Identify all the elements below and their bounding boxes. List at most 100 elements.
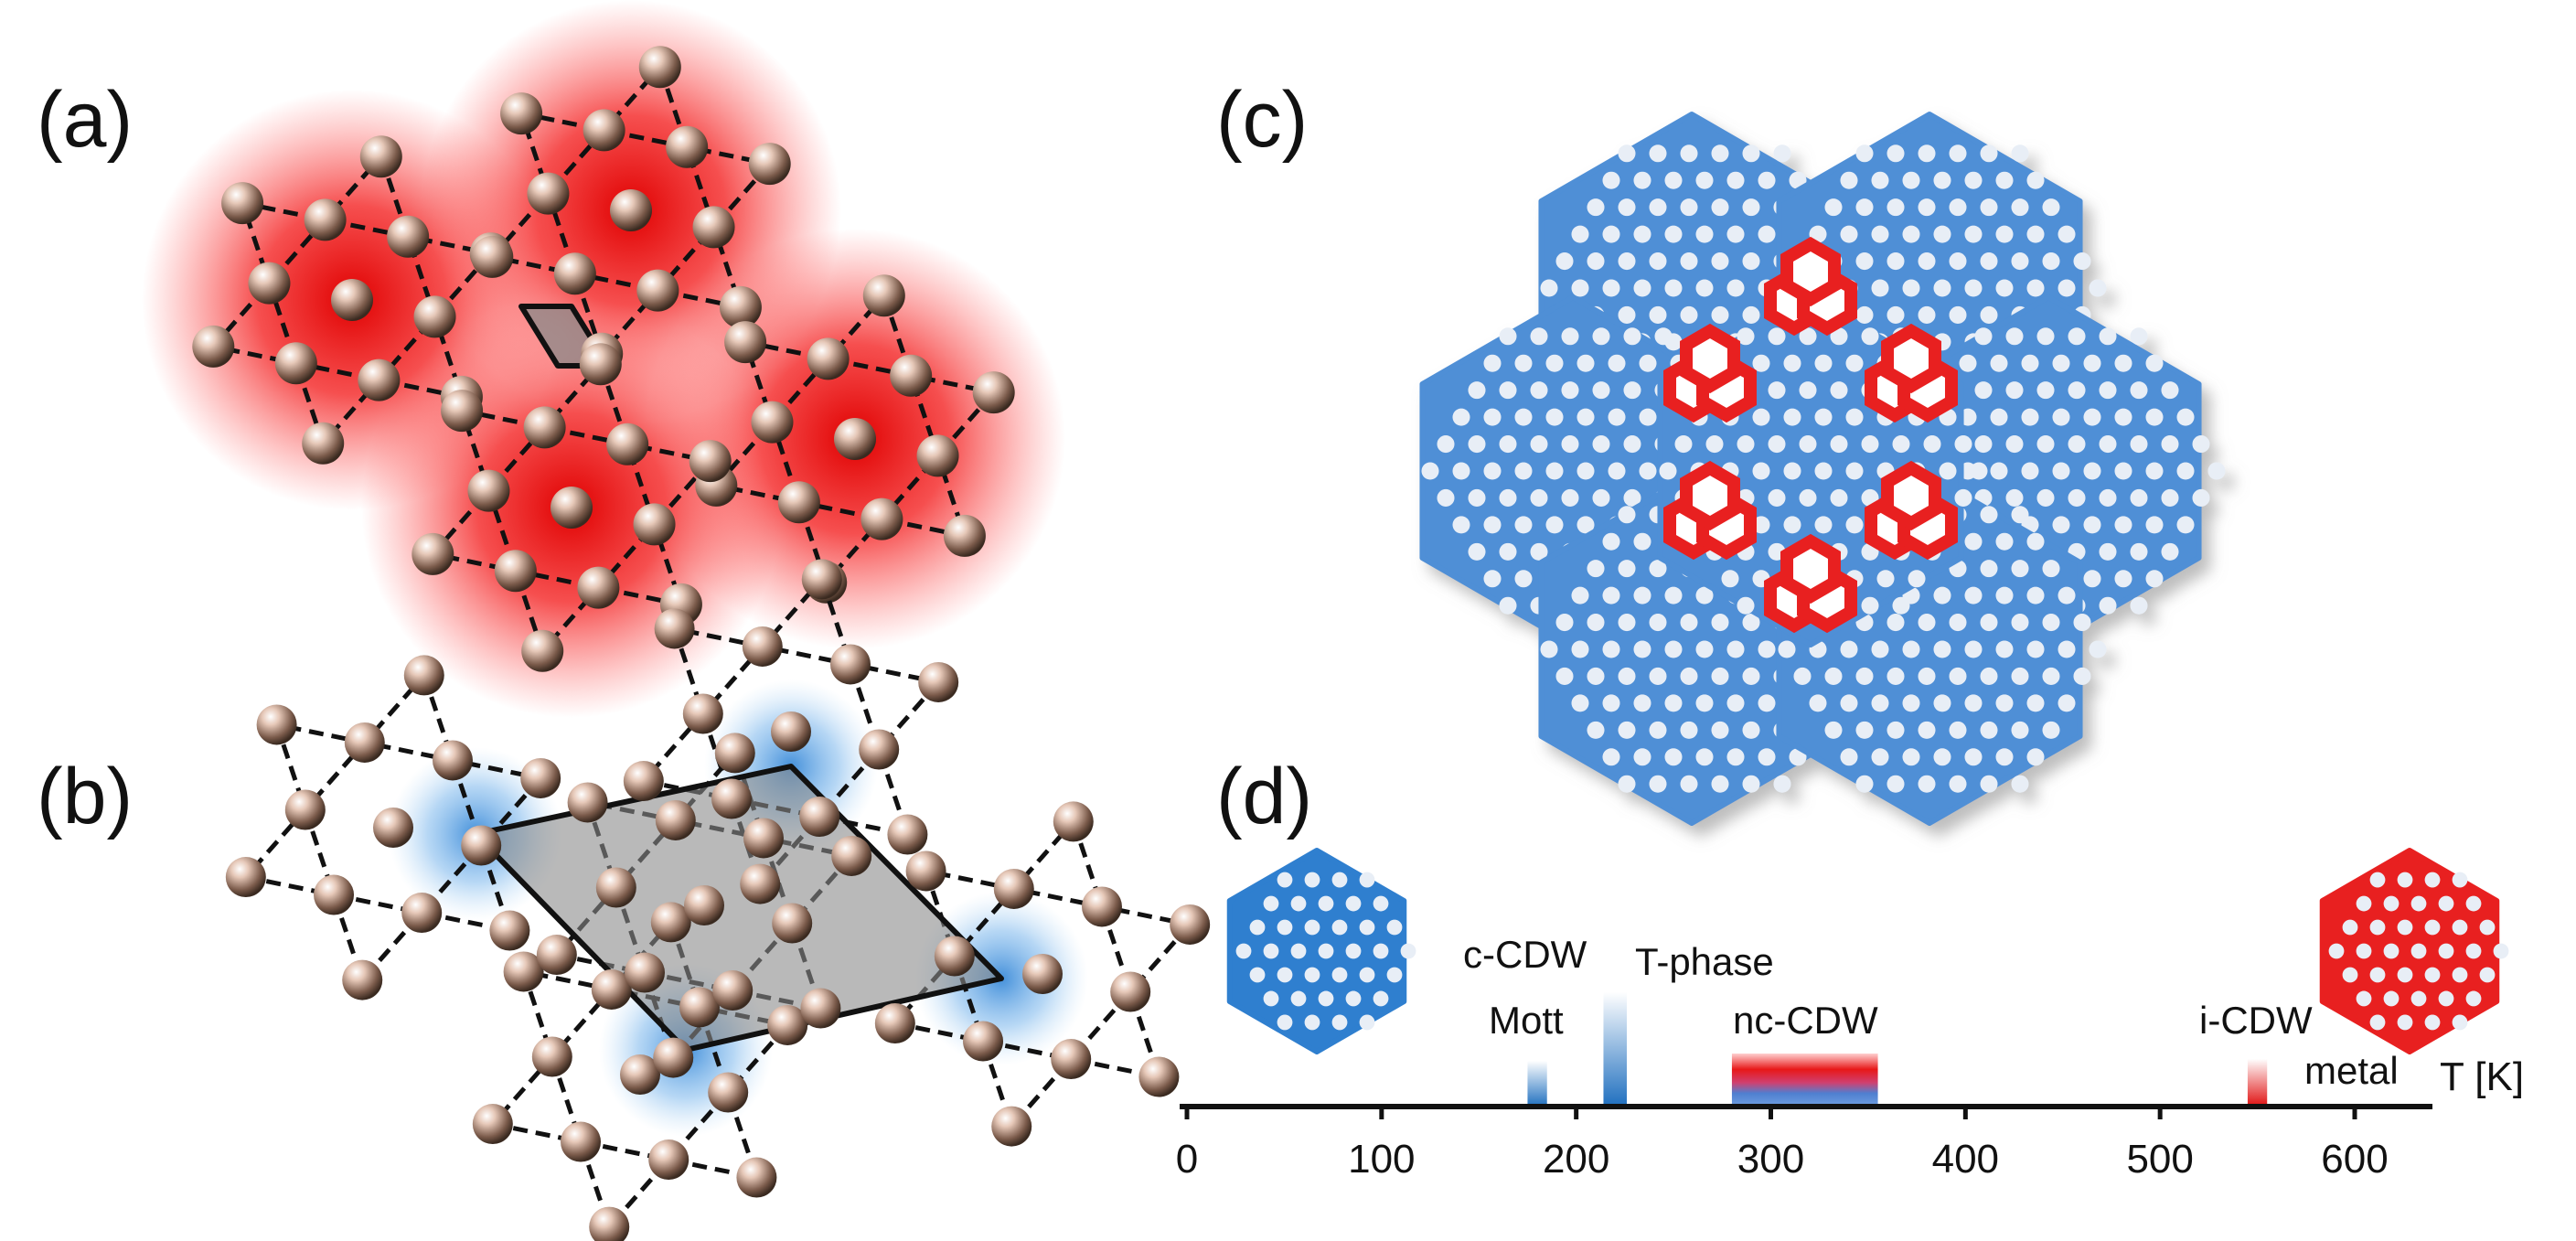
kagome-hole (1649, 560, 1667, 578)
kagome-hole (2438, 990, 2454, 1007)
kagome-hole (2042, 198, 2060, 217)
panel-label-d: (d) (1216, 753, 1312, 840)
kagome-hole (1799, 381, 1817, 400)
kagome-hole (2052, 462, 2070, 480)
atom (432, 740, 473, 781)
kagome-hole (1980, 506, 1998, 524)
kagome-hole (1845, 408, 1864, 426)
kagome-hole (1824, 667, 1843, 685)
kagome-hole (1887, 144, 1905, 163)
atom (359, 135, 402, 178)
kagome-hole (1623, 488, 1641, 507)
kagome-hole (2005, 327, 2024, 346)
atom (682, 693, 723, 734)
atom (890, 354, 933, 397)
kagome-hole (1964, 279, 1983, 297)
kagome-hole (1618, 144, 1636, 163)
kagome-hole (1483, 462, 1502, 480)
kagome-hole (1845, 462, 1864, 480)
kagome-hole (2424, 967, 2441, 983)
dashed-triangle (922, 868, 1194, 1131)
kagome-hole (1995, 532, 2014, 551)
atom (834, 418, 876, 460)
kagome-hole (1304, 872, 1320, 888)
kagome-hole (1654, 327, 1673, 346)
kagome-hole (1918, 721, 1936, 739)
red-ring (1881, 323, 1941, 394)
kagome-hole (1304, 919, 1320, 936)
kagome-hole (2369, 919, 2386, 936)
kagome-hole (2207, 462, 2226, 480)
kagome-hole (1359, 967, 1375, 983)
panel-label-c: (c) (1216, 76, 1308, 164)
kagome-hole (1752, 516, 1770, 534)
kagome-hole (1995, 640, 2014, 658)
atom (567, 782, 608, 823)
atom (503, 951, 544, 992)
kagome-hole (1359, 919, 1375, 936)
kagome-hole (1633, 532, 1651, 551)
dashed-triangle (487, 62, 744, 311)
kagome-hole (2114, 354, 2132, 372)
kagome-hole (1649, 144, 1667, 163)
kagome-hole (1726, 748, 1745, 766)
temperature-axis-title: T [K] (2440, 1054, 2524, 1099)
kagome-hole (1571, 694, 1589, 712)
kagome-hole (1468, 435, 1486, 454)
atom (589, 1206, 630, 1241)
kagome-hole (2161, 381, 2179, 400)
kagome-hole (1902, 748, 1920, 766)
atom (221, 182, 264, 225)
atom (799, 797, 840, 838)
kagome-hole (1649, 252, 1667, 271)
kagome-hole (1939, 462, 1957, 480)
kagome-hole (1949, 252, 1967, 271)
kagome-hole (1711, 614, 1729, 632)
kagome-hole (1468, 381, 1486, 400)
tick-label-400: 400 (1932, 1137, 1999, 1182)
atom (772, 903, 813, 944)
kagome-hole (1824, 721, 1843, 739)
kagome-hole (1664, 171, 1683, 189)
kagome-hole (1990, 408, 2008, 426)
kagome-hole (2176, 516, 2195, 534)
atom (638, 46, 681, 89)
panel-a-star-of-david-clusters (142, 0, 1065, 718)
kagome-hole (2083, 516, 2101, 534)
kagome-hole (1949, 305, 1967, 324)
kagome-hole (1814, 462, 1833, 480)
kagome-hole (1918, 614, 1936, 632)
kagome-hole (1908, 570, 1926, 588)
kagome-hole (1980, 560, 1998, 578)
kagome-hole (1555, 252, 1574, 271)
kagome-hole (1468, 488, 1486, 507)
kagome-hole (1290, 895, 1307, 912)
kagome-hole (2397, 919, 2413, 936)
kagome-hole (1871, 171, 1889, 189)
kagome-hole (2026, 694, 2045, 712)
kagome-hole (1587, 198, 1605, 217)
kagome-hole (1555, 667, 1574, 685)
tick-label-200: 200 (1543, 1137, 1609, 1182)
kagome-hole (2036, 435, 2055, 454)
kagome-hole (1483, 570, 1502, 588)
tick-label-0: 0 (1176, 1137, 1198, 1182)
kagome-hole (2397, 1014, 2413, 1031)
kagome-hole (2369, 872, 2386, 888)
kagome-hole (1664, 748, 1683, 766)
kagome-hole (2011, 144, 2029, 163)
atom (862, 274, 905, 317)
kagome-hole (2465, 943, 2482, 959)
atom (689, 440, 732, 483)
kagome-hole (2042, 614, 2060, 632)
atom (666, 125, 709, 168)
kagome-hole (1608, 462, 1626, 480)
kagome-hole (1680, 667, 1698, 685)
kagome-hole (1318, 990, 1334, 1007)
kagome-hole (1639, 354, 1657, 372)
kagome-hole (1386, 919, 1403, 936)
kagome-hole (1933, 225, 1951, 243)
kagome-hole (1830, 381, 1848, 400)
kagome-hole (1799, 435, 1817, 454)
label-metal: metal (2304, 1049, 2399, 1092)
